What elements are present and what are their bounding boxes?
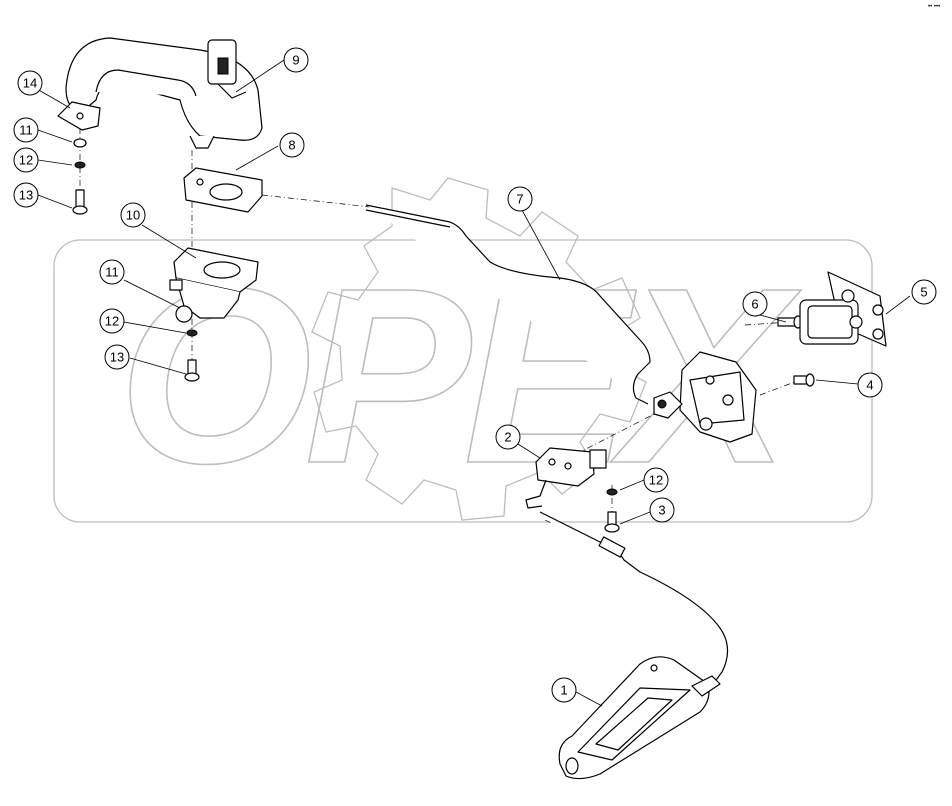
callout-5: 5: [911, 279, 937, 305]
control-rod: [365, 204, 651, 405]
callout-12-right: 12: [643, 467, 669, 493]
callout-12-upper: 12: [13, 147, 39, 173]
callout-2: 2: [495, 424, 521, 450]
svg-text:11: 11: [105, 265, 119, 280]
door-latch: [653, 351, 757, 443]
svg-text:13: 13: [110, 350, 124, 365]
cable-bracket: [525, 447, 607, 509]
leader-lines: [29, 59, 911, 707]
svg-text:12: 12: [105, 314, 119, 329]
svg-text:5: 5: [920, 285, 927, 300]
svg-text:8: 8: [288, 138, 295, 153]
svg-text:13: 13: [19, 188, 33, 203]
callout-13-upper: 13: [13, 182, 39, 208]
callout-9: 9: [283, 47, 309, 73]
lock-washer-right: [606, 488, 618, 496]
callout-1: 1: [551, 677, 577, 703]
callout-6: 6: [742, 291, 768, 317]
callout-4: 4: [857, 372, 883, 398]
svg-text:2: 2: [504, 430, 511, 445]
callout-11-upper: 11: [13, 117, 39, 143]
handle-bracket: [169, 247, 259, 323]
callout-12-lower: 12: [99, 308, 125, 334]
washer-upper: [73, 138, 87, 148]
svg-text:12: 12: [649, 473, 663, 488]
inside-release-handle: [558, 656, 721, 780]
svg-text:11: 11: [19, 123, 33, 138]
callout-10: 10: [120, 202, 146, 228]
svg-text:10: 10: [126, 208, 140, 223]
bolt-upper: [72, 189, 88, 215]
callout-8: 8: [279, 132, 305, 158]
callout-14: 14: [17, 70, 43, 96]
bolt-lower: [184, 359, 200, 382]
callout-13-lower: 13: [104, 344, 130, 370]
svg-text:1: 1: [560, 683, 567, 698]
lock-washer-upper: [74, 161, 86, 169]
svg-text:9: 9: [292, 53, 299, 68]
svg-text:4: 4: [866, 378, 873, 393]
svg-text:12: 12: [19, 153, 33, 168]
watermark: OPEX: [53, 177, 873, 523]
striker: [799, 271, 887, 347]
svg-text:7: 7: [516, 192, 523, 207]
outside-handle: [65, 37, 263, 149]
screw-4: [793, 373, 815, 387]
callout-3: 3: [649, 497, 675, 523]
callout-7: 7: [507, 186, 533, 212]
screw-6: [777, 315, 803, 329]
svg-text:3: 3: [658, 503, 665, 518]
svg-text:6: 6: [751, 297, 758, 312]
gasket: [183, 167, 263, 213]
bolt-right: [604, 511, 620, 533]
lock-washer-lower: [186, 329, 198, 337]
callout-11-lower: 11: [99, 259, 125, 285]
release-cable: [539, 511, 729, 681]
callouts: 1 2 3 4 5 6 7 8 9 10 11 11 12 12 12 13 1…: [13, 47, 937, 703]
svg-text:14: 14: [23, 76, 37, 91]
corner-mark: •• •••: [928, 4, 940, 10]
